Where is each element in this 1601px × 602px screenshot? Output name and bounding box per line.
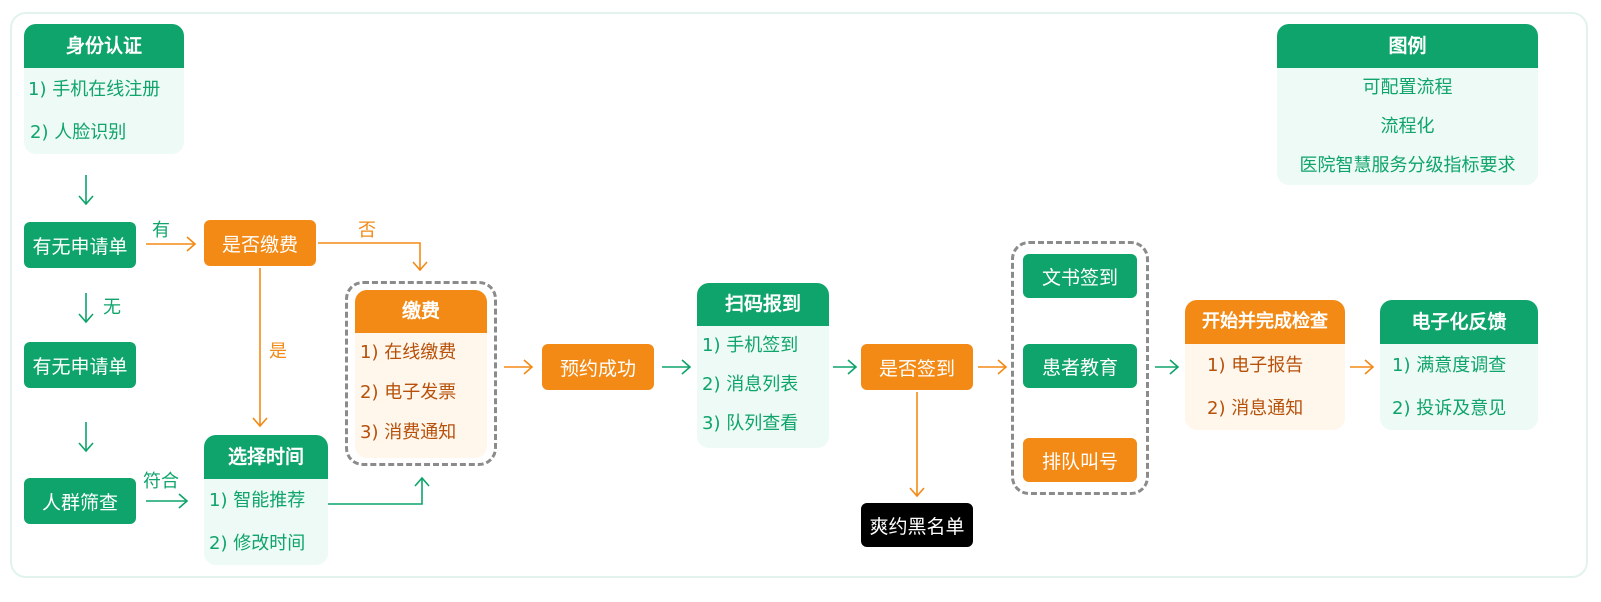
feedback-title: 电子化反馈 bbox=[1380, 300, 1538, 344]
legend-card: 图例 可配置流程 流程化 医院智慧服务分级指标要求 bbox=[1277, 24, 1538, 185]
arrow-request-to-request2 bbox=[78, 293, 94, 324]
service-queue-calling: 排队叫号 bbox=[1023, 438, 1137, 482]
label-yes-pay: 是 bbox=[269, 341, 287, 362]
arrow-checkin-to-blacklist bbox=[909, 392, 925, 498]
services-dashed-group bbox=[1011, 241, 1149, 495]
legend-item-configurable: 可配置流程 bbox=[1362, 77, 1453, 98]
arrow-payment-to-booking bbox=[504, 359, 534, 375]
select-time-card: 选择时间 1) 智能推荐 2) 修改时间 bbox=[204, 435, 328, 565]
blacklist-node: 爽约黑名单 bbox=[861, 503, 973, 547]
arrow-services-to-exam bbox=[1155, 359, 1180, 375]
label-yes-has: 有 bbox=[152, 220, 170, 241]
identity-title: 身份认证 bbox=[24, 24, 184, 68]
payment-item-1: 1) 在线缴费 bbox=[360, 342, 457, 363]
scan-checkin-title: 扫码报到 bbox=[697, 283, 829, 326]
arrow-booking-to-scan bbox=[662, 359, 692, 375]
scan-checkin-item-1: 1) 手机签到 bbox=[702, 335, 799, 356]
scan-checkin-card: 扫码报到 1) 手机签到 2) 消息列表 3) 队列查看 bbox=[697, 283, 829, 448]
payment-card: 缴费 1) 在线缴费 2) 电子发票 3) 消费通知 bbox=[355, 290, 487, 458]
checkin-decision-node: 是否签到 bbox=[861, 344, 973, 390]
green-connectors bbox=[78, 175, 1180, 509]
identity-item-1: 1) 手机在线注册 bbox=[28, 79, 161, 100]
service-patient-education: 患者教育 bbox=[1023, 344, 1137, 388]
booking-success-node: 预约成功 bbox=[542, 344, 654, 390]
arrow-select-to-payment bbox=[328, 476, 430, 505]
legend-title: 图例 bbox=[1277, 24, 1538, 68]
arrow-identity-to-request bbox=[78, 175, 94, 206]
payment-item-3: 3) 消费通知 bbox=[360, 422, 457, 443]
arrow-pay-to-select bbox=[252, 268, 268, 428]
service-doc-signing: 文书签到 bbox=[1023, 254, 1137, 298]
label-no-pay: 否 bbox=[358, 220, 376, 241]
arrow-pay-to-payment bbox=[318, 242, 428, 272]
arrow-request2-to-screening bbox=[78, 422, 94, 453]
payment-item-2: 2) 电子发票 bbox=[360, 382, 457, 403]
pay-decision-node: 是否缴费 bbox=[204, 220, 316, 266]
identity-item-2: 2) 人脸识别 bbox=[30, 122, 127, 143]
has-request-node-2: 有无申请单 bbox=[24, 342, 136, 388]
arrow-scan-to-checkin bbox=[833, 359, 858, 375]
scan-checkin-item-3: 3) 队列查看 bbox=[702, 413, 799, 434]
feedback-item-2: 2) 投诉及意见 bbox=[1392, 398, 1507, 419]
feedback-card: 电子化反馈 1) 满意度调查 2) 投诉及意见 bbox=[1380, 300, 1538, 430]
exam-item-1: 1) 电子报告 bbox=[1207, 355, 1304, 376]
arrow-request-to-pay bbox=[146, 236, 197, 252]
exam-title: 开始并完成检查 bbox=[1185, 300, 1345, 344]
scan-checkin-item-2: 2) 消息列表 bbox=[702, 374, 799, 395]
orange-connectors bbox=[146, 236, 1375, 498]
select-time-item-1: 1) 智能推荐 bbox=[209, 490, 306, 511]
arrow-screening-to-select bbox=[146, 493, 189, 509]
exam-item-2: 2) 消息通知 bbox=[1207, 398, 1304, 419]
legend-item-process: 流程化 bbox=[1380, 116, 1435, 137]
select-time-title: 选择时间 bbox=[204, 435, 328, 479]
screening-node: 人群筛查 bbox=[24, 478, 136, 524]
identity-card: 身份认证 1) 手机在线注册 2) 人脸识别 bbox=[24, 24, 184, 154]
exam-card: 开始并完成检查 1) 电子报告 2) 消息通知 bbox=[1185, 300, 1345, 430]
payment-title: 缴费 bbox=[355, 290, 487, 333]
has-request-node-1: 有无申请单 bbox=[24, 222, 136, 268]
arrow-exam-to-feedback bbox=[1350, 359, 1375, 375]
arrow-checkin-to-services bbox=[978, 359, 1008, 375]
label-no-has: 无 bbox=[103, 297, 121, 318]
feedback-item-1: 1) 满意度调查 bbox=[1392, 355, 1507, 376]
select-time-item-2: 2) 修改时间 bbox=[209, 533, 306, 554]
payment-dashed-group bbox=[345, 281, 497, 466]
legend-item-requirements: 医院智慧服务分级指标要求 bbox=[1299, 155, 1516, 176]
label-match: 符合 bbox=[143, 471, 179, 492]
